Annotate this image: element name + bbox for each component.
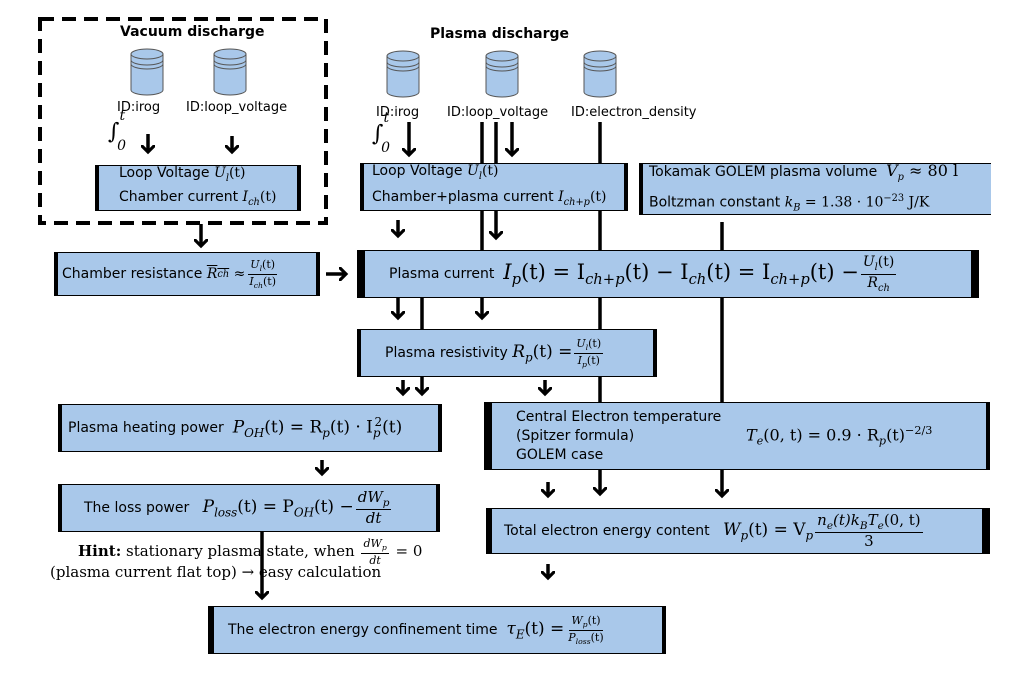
electron-temperature-box: Central Electron temperature (Spitzer fo… (484, 402, 990, 470)
vacuum-discharge-header: Vacuum discharge (120, 24, 265, 40)
plasma-integral-symbol: ∫t0 (372, 110, 391, 156)
database-icon (485, 50, 519, 98)
constants-box: Tokamak GOLEM plasma volume Vp ≈ 80 l Bo… (639, 161, 991, 215)
hint-line-2: (plasma current flat top) → easy calcula… (50, 563, 382, 581)
database-icon (583, 50, 617, 98)
database-icon (386, 50, 420, 98)
electron-energy-content-box: Total electron energy content Wp(t) = Vp… (486, 508, 990, 554)
plasma-measurement-box: Loop Voltage Ul(t) Chamber+plasma curren… (360, 163, 628, 211)
vacuum-frame (38, 17, 328, 225)
plasma-electron-density-label: ID:electron_density (571, 105, 697, 120)
vacuum-loop-voltage-label: ID:loop_voltage (186, 100, 288, 115)
database-icon (130, 48, 164, 96)
vacuum-irog-label: ID:irog (117, 100, 161, 115)
plasma-discharge-header: Plasma discharge (430, 26, 570, 42)
database-icon (213, 48, 247, 96)
plasma-heating-power-box: Plasma heating power POH(t) = Rp(t) · Ip… (58, 404, 442, 452)
plasma-loop-voltage-label: ID:loop_voltage (447, 105, 549, 120)
plasma-resistivity-box: Plasma resistivity Rp(t) = Ul(t)Ip(t) (357, 329, 657, 377)
energy-confinement-time-box: The electron energy confinement time τE(… (208, 606, 666, 654)
plasma-current-box: Plasma current Ip(t) = Ich+p(t) − Ich(t)… (357, 250, 979, 298)
vacuum-integral-symbol: ∫t0 (108, 108, 127, 154)
plasma-irog-label: ID:irog (376, 105, 420, 120)
vacuum-measurement-box: Loop Voltage Ul(t) Chamber current Ich(t… (95, 165, 301, 211)
